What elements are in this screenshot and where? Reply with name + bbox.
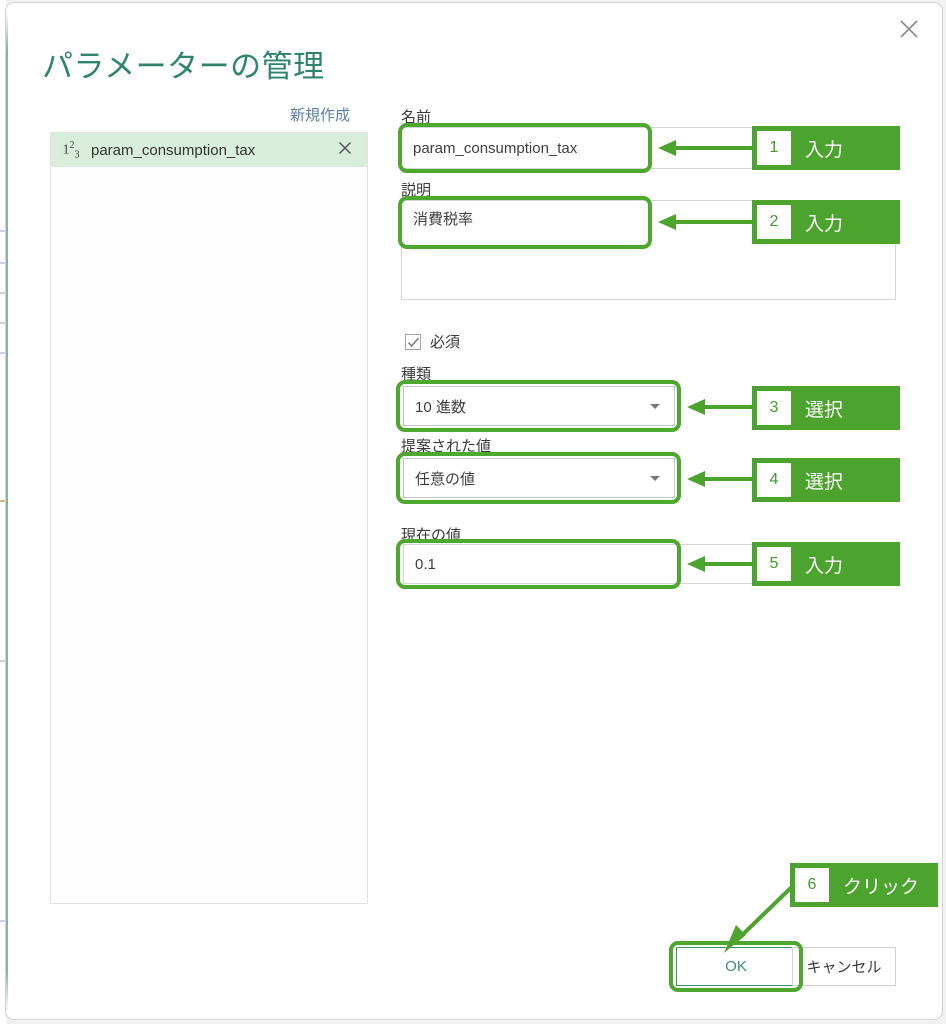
annotation-badge-text: クリック <box>843 876 920 898</box>
annotation-badge-text: 入力 <box>805 555 844 577</box>
annotation-badge-text: 入力 <box>805 213 844 235</box>
type-label: 種類 <box>401 366 432 383</box>
current-value-label: 現在の値 <box>401 527 462 544</box>
annotation-badge-number: 5 <box>757 547 791 581</box>
manage-parameters-dialog: パラメーターの管理 新規作成 123 param_consumption_tax… <box>5 2 943 1020</box>
annotation-badge-4: 4 選択 <box>752 458 900 502</box>
background-sliver <box>0 0 6 1024</box>
annotation-badge-text: 選択 <box>805 399 844 421</box>
annotation-badge-5: 5 入力 <box>752 542 900 586</box>
type-select-value: 10 進数 <box>415 398 466 416</box>
suggested-select[interactable]: 任意の値 <box>403 458 675 498</box>
description-label: 説明 <box>401 182 432 199</box>
list-item[interactable]: 123 param_consumption_tax <box>51 133 367 167</box>
ok-button[interactable]: OK <box>676 947 796 986</box>
suggested-select-value: 任意の値 <box>415 470 476 488</box>
annotation-badge-2: 2 入力 <box>752 200 900 244</box>
new-parameter-link[interactable]: 新規作成 <box>289 107 350 124</box>
annotation-arrow-3 <box>687 399 757 415</box>
required-checkbox[interactable] <box>405 333 421 350</box>
close-icon[interactable] <box>888 9 930 49</box>
annotation-badge-number: 1 <box>757 131 791 165</box>
annotation-badge-number: 3 <box>757 391 791 425</box>
chevron-down-icon <box>650 404 660 409</box>
annotation-badge-number: 6 <box>795 868 829 902</box>
number-type-icon: 123 <box>62 139 80 161</box>
annotation-badge-text: 選択 <box>805 471 844 493</box>
type-select[interactable]: 10 進数 <box>403 386 675 426</box>
name-label: 名前 <box>401 109 432 126</box>
chevron-down-icon <box>650 476 660 481</box>
annotation-badge-1: 1 入力 <box>752 126 900 170</box>
annotation-arrow-4 <box>687 471 757 487</box>
dialog-title: パラメーターの管理 <box>42 49 325 84</box>
remove-parameter-icon[interactable] <box>323 141 367 160</box>
required-checkbox-row[interactable]: 必須 <box>405 331 460 352</box>
parameter-list: 123 param_consumption_tax <box>50 132 368 904</box>
dialog-left-accent <box>6 11 8 1011</box>
annotation-badge-number: 4 <box>757 463 791 497</box>
suggested-label: 提案された値 <box>401 438 492 455</box>
cancel-button[interactable]: キャンセル <box>792 947 896 986</box>
annotation-badge-6: 6 クリック <box>790 863 938 907</box>
annotation-badge-3: 3 選択 <box>752 386 900 430</box>
list-item-label: param_consumption_tax <box>91 141 256 159</box>
annotation-badge-text: 入力 <box>805 139 844 161</box>
annotation-badge-number: 2 <box>757 205 791 239</box>
required-label: 必須 <box>430 334 461 351</box>
